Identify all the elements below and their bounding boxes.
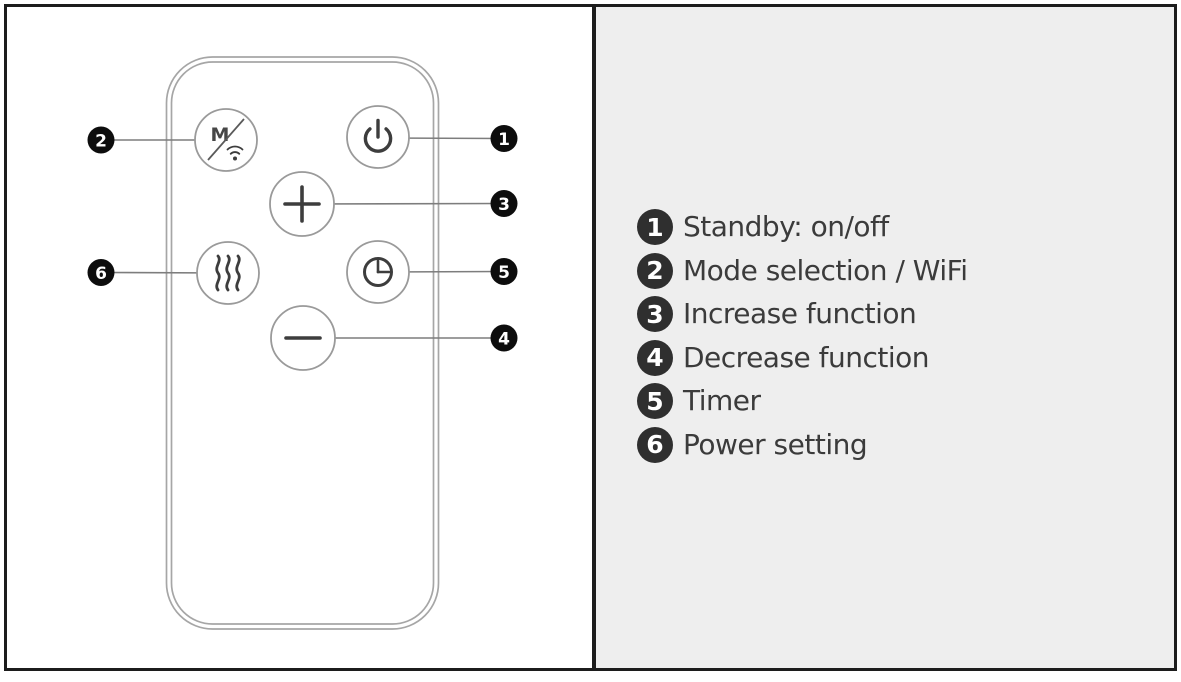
callout-dot-3: 3 [490,190,518,217]
svg-text:1: 1 [498,130,510,150]
callout-dot-2: 2 [87,126,115,154]
legend-item-label: Timer [683,384,761,417]
plus-icon [283,185,321,223]
legend-item-increase: 3 Increase function [637,296,967,332]
timer-button [346,240,410,304]
legend-item-standby: 1 Standby: on/off [637,209,967,245]
svg-text:4: 4 [498,330,510,350]
callout-line-3 [301,202,504,205]
legend-item-decrease: 4 Decrease function [637,339,967,376]
remote-buttons: M [194,105,410,371]
legend-number-badge: 3 [637,296,673,332]
legend-panel: 1 Standby: on/off 2 Mode selection / WiF… [592,7,1174,668]
legend-list: 1 Standby: on/off 2 Mode selection / WiF… [637,209,968,463]
legend-item-label: Increase function [683,297,917,330]
legend-item-timer: 5 Timer [637,383,967,419]
mode-wifi-button: M [194,108,258,172]
power-button [346,105,410,169]
mode-wifi-icon: M [207,118,245,161]
callout-dot-1: 1 [490,125,518,152]
timer-clock-icon [363,257,393,287]
svg-text:3: 3 [498,195,510,215]
legend-item-power-setting: 6 Power setting [637,426,967,463]
power-icon [363,118,393,153]
heat-waves-icon [215,254,241,292]
wifi-icon [226,145,244,161]
legend-item-label: Standby: on/off [683,210,889,243]
page-border: M [4,4,1177,671]
svg-text:5: 5 [498,263,510,283]
legend-item-label: Decrease function [683,340,930,374]
legend-item-label: Mode selection / WiFi [683,253,968,287]
legend-number-badge: 2 [637,252,673,289]
decrease-button [270,305,336,371]
legend-number-badge: 5 [637,383,673,419]
callout-dot-4: 4 [490,324,518,352]
remote-body [165,56,440,630]
legend-number-badge: 1 [637,209,673,245]
callout-dot-6: 6 [87,259,115,286]
legend-number-badge: 6 [637,426,673,463]
svg-text:2: 2 [95,132,107,152]
callout-dots: 2 1 3 6 5 4 [87,125,518,352]
heat-setting-button [196,241,260,305]
callout-dot-5: 5 [490,258,518,285]
remote-control-diagram: M [87,56,518,630]
mode-letter: M [211,124,230,146]
legend-number-badge: 4 [637,339,673,376]
svg-text:6: 6 [95,264,107,284]
legend-item-mode-wifi: 2 Mode selection / WiFi [637,252,968,289]
legend-item-label: Power setting [683,427,868,461]
increase-button [269,171,335,237]
